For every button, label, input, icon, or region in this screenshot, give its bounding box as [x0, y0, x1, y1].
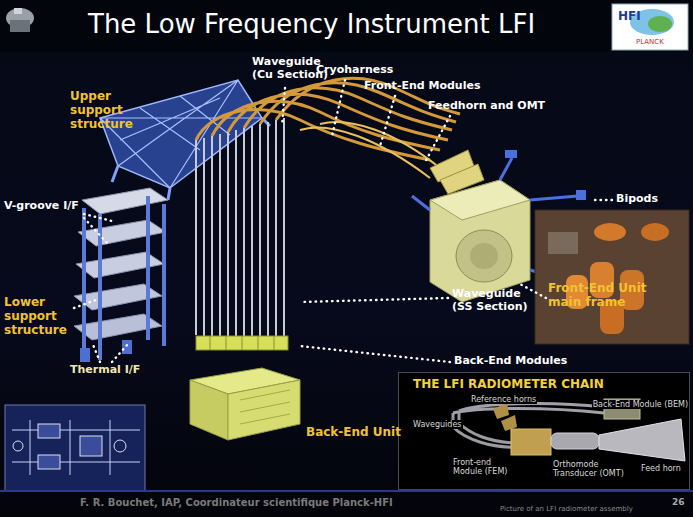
waveguide-bundle: [196, 78, 460, 340]
footer-rule: [0, 490, 693, 492]
leader-lines: [74, 80, 612, 362]
photo-inset: [535, 210, 689, 344]
part-label: Feedhorn and OMT: [428, 100, 545, 113]
chain-label: Feed horn: [640, 464, 682, 473]
logo-text: HFI: [618, 10, 641, 24]
part-label: Back-End Modules: [454, 355, 567, 368]
part-label: Upper support structure: [70, 90, 165, 131]
back-end-modules: [196, 336, 288, 350]
title-bar: [0, 0, 693, 52]
schematic-inset: [5, 405, 145, 491]
logo-text: PLANCK: [636, 38, 664, 46]
part-label: Lower support structure: [4, 296, 76, 337]
satellite-icon: [6, 8, 34, 32]
hfi-logo: [612, 4, 688, 50]
page-number: 26: [672, 497, 685, 507]
panel-heading: THE LFI RADIOMETER CHAIN: [399, 373, 689, 391]
photo-caption: Picture of an LFI radiometer assembly: [500, 505, 633, 513]
footer-credit: F. R. Bouchet, IAP, Coordinateur scienti…: [80, 497, 393, 509]
chain-label: Waveguides: [412, 420, 463, 429]
part-label: Thermal I/F: [70, 364, 140, 377]
lower-support-structure: [74, 188, 168, 362]
part-label: Cryoharness: [316, 64, 393, 77]
slide-title: The Low Frequency Instrument LFI: [88, 10, 535, 40]
chain-label: Back-End Module (BEM): [592, 400, 689, 409]
part-label: Bipods: [616, 193, 658, 206]
part-label: Front-End Modules: [364, 80, 480, 93]
feedhorns: [430, 150, 484, 194]
chain-label: Front-end Module (FEM): [452, 458, 516, 476]
back-end-unit: [190, 368, 300, 440]
part-label: Waveguide (SS Section): [452, 288, 542, 313]
part-label: Back-End Unit: [306, 426, 401, 440]
part-label: Front-End Unit main frame: [548, 282, 658, 310]
chain-label: Orthomode Transducer (OMT): [552, 460, 630, 478]
chain-label: Reference horns: [470, 395, 537, 404]
part-label: V-groove I/F: [4, 200, 79, 213]
